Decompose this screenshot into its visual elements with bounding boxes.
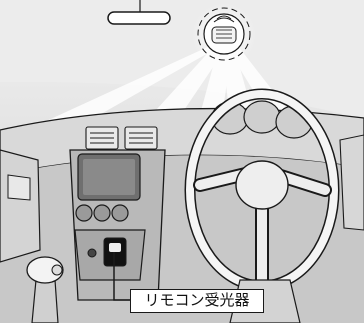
control-knobs <box>75 204 129 222</box>
remote-control <box>192 3 256 67</box>
socket-icon <box>87 248 97 258</box>
door-vent <box>7 174 31 201</box>
rearview-mirror <box>107 0 171 25</box>
steering-wheel <box>184 88 340 292</box>
callout-leader <box>113 252 130 301</box>
air-vents <box>85 126 158 150</box>
gear-shift <box>26 256 64 323</box>
receiver-window <box>109 243 121 252</box>
remote-receiver-label: リモコン受光器 <box>130 289 264 313</box>
right-panel <box>339 134 364 231</box>
door-panel <box>0 149 41 263</box>
display-inner <box>83 159 135 195</box>
